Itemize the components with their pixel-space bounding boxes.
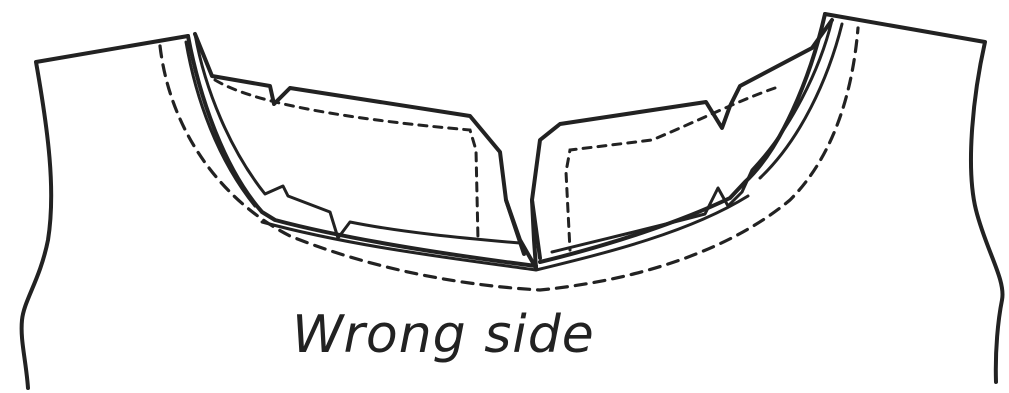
- caption-wrong-side: Wrong side: [292, 305, 595, 365]
